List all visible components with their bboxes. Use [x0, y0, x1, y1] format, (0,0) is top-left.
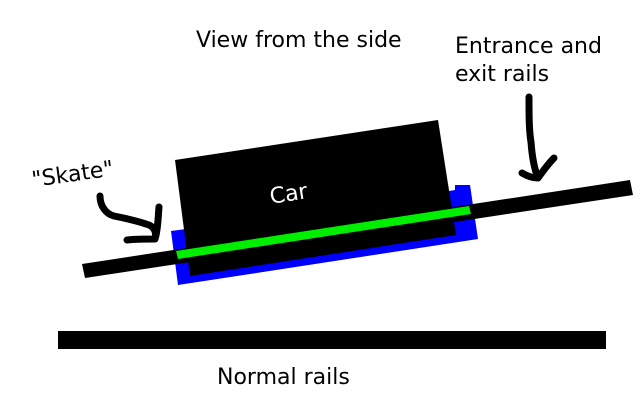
- diagram-title: View from the side: [196, 28, 402, 53]
- skate-pointer-arrow: [96, 192, 163, 244]
- entrance-label-line-2: exit rails: [455, 62, 550, 87]
- normal-rails: [58, 331, 606, 349]
- car-label: Car: [267, 179, 310, 210]
- entrance-label-line-1: Entrance and: [455, 34, 602, 59]
- rail-pointer-arrow: [518, 93, 558, 182]
- car-rail-contact-line: [176, 206, 471, 259]
- car-body: [175, 120, 456, 276]
- normal-rails-label: Normal rails: [217, 365, 350, 390]
- entrance-exit-rails-label: Entrance and exit rails: [455, 33, 602, 89]
